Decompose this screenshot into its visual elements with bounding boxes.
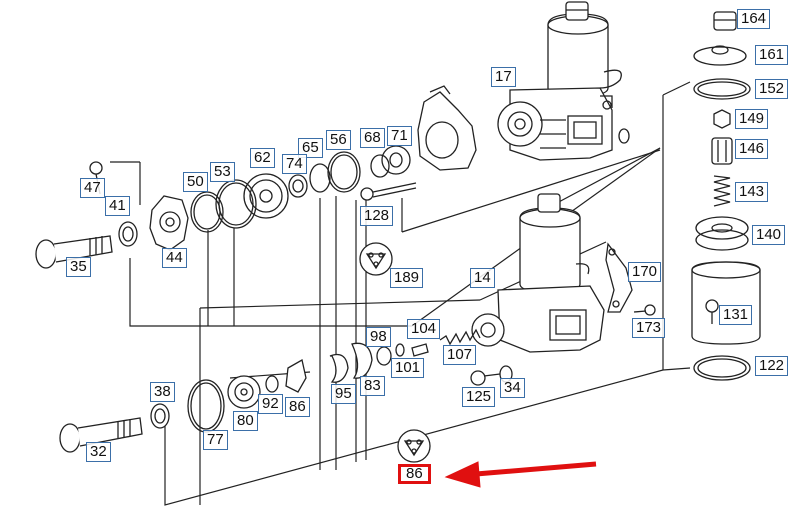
- middle-row-parts: [35, 145, 417, 276]
- part-label-38[interactable]: 38: [150, 382, 175, 402]
- part-label-47[interactable]: 47: [80, 178, 105, 198]
- part-label-164[interactable]: 164: [737, 9, 771, 29]
- part-label-14[interactable]: 14: [470, 268, 495, 288]
- part-label-143[interactable]: 143: [735, 182, 769, 202]
- part-label-86-highlighted[interactable]: 86: [398, 464, 431, 484]
- part-label-68[interactable]: 68: [360, 128, 385, 148]
- part-label-92[interactable]: 92: [258, 394, 283, 414]
- pump-lower: [470, 193, 656, 386]
- part-label-173[interactable]: 173: [632, 318, 666, 338]
- part-label-98[interactable]: 98: [366, 327, 391, 347]
- part-label-128[interactable]: 128: [360, 206, 394, 226]
- part-label-17[interactable]: 17: [491, 67, 516, 87]
- part-label-32[interactable]: 32: [86, 442, 111, 462]
- part-label-131[interactable]: 131: [719, 305, 753, 325]
- part-label-56[interactable]: 56: [326, 130, 351, 150]
- part-label-41[interactable]: 41: [105, 196, 130, 216]
- part-label-107[interactable]: 107: [443, 345, 477, 365]
- part-label-83[interactable]: 83: [360, 376, 385, 396]
- part-label-62[interactable]: 62: [250, 148, 275, 168]
- part-label-50[interactable]: 50: [183, 172, 208, 192]
- part-label-77[interactable]: 77: [203, 430, 228, 450]
- part-label-80[interactable]: 80: [233, 411, 258, 431]
- part-label-125[interactable]: 125: [462, 387, 496, 407]
- part-label-44[interactable]: 44: [162, 248, 187, 268]
- part-label-152[interactable]: 152: [755, 79, 789, 99]
- part-label-170[interactable]: 170: [628, 262, 662, 282]
- part-label-104[interactable]: 104: [407, 319, 441, 339]
- highlight-arrow: [444, 461, 597, 488]
- bracket-plate: [417, 85, 477, 171]
- part-label-34[interactable]: 34: [500, 378, 525, 398]
- part-label-71[interactable]: 71: [387, 126, 412, 146]
- part-label-74[interactable]: 74: [282, 154, 307, 174]
- part-label-146[interactable]: 146: [735, 139, 769, 159]
- part-label-101[interactable]: 101: [391, 358, 425, 378]
- pump-upper: [497, 1, 630, 161]
- part-label-86-lower-vane[interactable]: 86: [285, 397, 310, 417]
- part-label-122[interactable]: 122: [755, 356, 789, 376]
- part-label-161[interactable]: 161: [755, 45, 789, 65]
- lower-row-parts: [59, 328, 481, 463]
- part-label-95[interactable]: 95: [331, 384, 356, 404]
- part-label-140[interactable]: 140: [752, 225, 786, 245]
- part-label-53[interactable]: 53: [210, 162, 235, 182]
- part-label-149[interactable]: 149: [735, 109, 769, 129]
- assembly-lines: [110, 81, 691, 506]
- part-label-35[interactable]: 35: [66, 257, 91, 277]
- part-label-65[interactable]: 65: [298, 138, 323, 158]
- part-label-189[interactable]: 189: [390, 268, 424, 288]
